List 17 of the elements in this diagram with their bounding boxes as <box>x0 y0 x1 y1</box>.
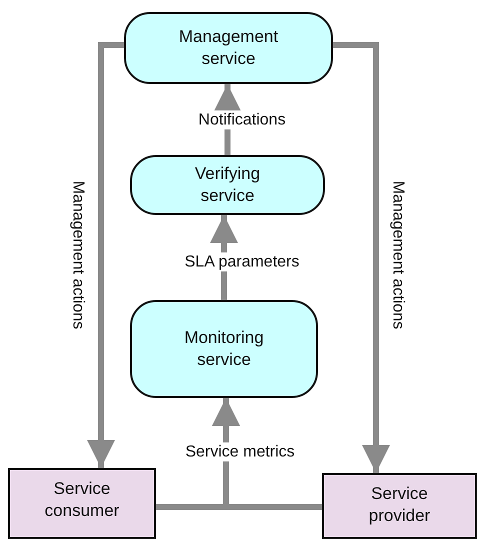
node-label: Service consumer <box>44 478 120 522</box>
edge-label: Notifications <box>197 110 287 130</box>
actor-box <box>8 468 156 539</box>
edge-label: Management actions <box>388 180 408 330</box>
node-label: Management service <box>178 26 280 70</box>
edge-label: Service metrics <box>184 442 296 462</box>
service-box <box>130 300 318 398</box>
node-label: Service provider <box>368 483 432 528</box>
actor-box <box>322 473 477 539</box>
service-box <box>124 12 333 84</box>
node-label: Verifying service <box>194 162 262 207</box>
service-box <box>130 155 325 215</box>
arrow <box>333 42 390 473</box>
edge-label: SLA parameters <box>184 252 300 272</box>
edge-label: Management actions <box>68 180 88 330</box>
node-label: Monitoring service <box>183 326 265 371</box>
arrow <box>87 42 124 468</box>
